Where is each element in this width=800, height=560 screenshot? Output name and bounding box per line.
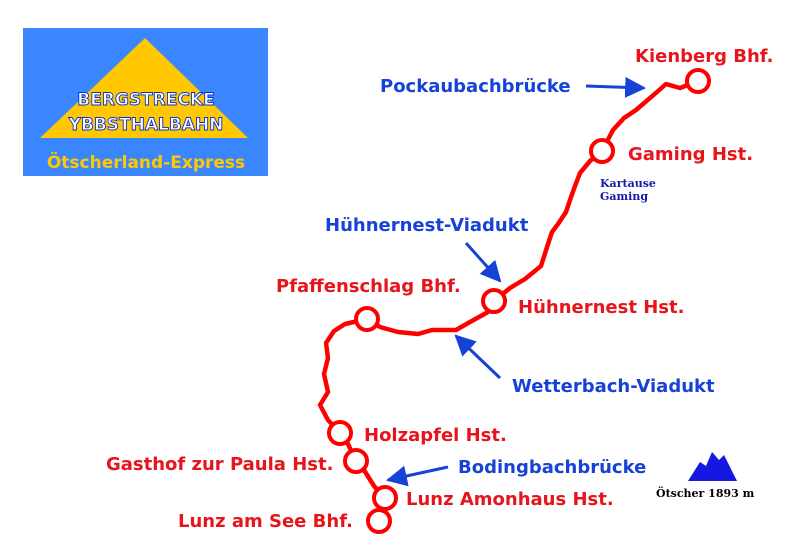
- feature-labels: Pockaubachbrücke Hühnernest-Viadukt Wett…: [325, 76, 715, 478]
- landmark-kartause: Kartause Gaming: [600, 177, 656, 203]
- mountain-icon: [688, 452, 737, 481]
- station-label-amonhaus: Lunz Amonhaus Hst.: [406, 489, 614, 510]
- station-markers: [327, 68, 711, 534]
- feature-label-pockaubach: Pockaubachbrücke: [380, 76, 571, 97]
- station-marker-pfaffenschlag: [354, 306, 380, 332]
- station-marker-gaming: [589, 138, 615, 164]
- station-label-huehnernest: Hühnernest Hst.: [518, 297, 684, 318]
- station-marker-paula: [343, 448, 369, 474]
- station-marker-holzapfel: [327, 420, 353, 446]
- station-label-lunz: Lunz am See Bhf.: [178, 511, 353, 532]
- kartause-label-line2: Gaming: [600, 190, 648, 203]
- landmark-oetscher: Ötscher 1893 m: [656, 452, 755, 500]
- feature-label-wetterbach: Wetterbach-Viadukt: [512, 376, 715, 397]
- station-marker-amonhaus: [372, 485, 398, 511]
- feature-label-huehnernest-viadukt: Hühnernest-Viadukt: [325, 215, 529, 236]
- station-label-kienberg: Kienberg Bhf.: [635, 46, 773, 67]
- station-marker-huehnernest: [481, 288, 507, 314]
- station-label-gaming: Gaming Hst.: [628, 144, 753, 165]
- logo: BERGSTRECKE YBBSTHALBAHN Ötscherland-Exp…: [23, 28, 268, 176]
- arrow-wetterbach: [454, 334, 502, 380]
- kartause-label-line1: Kartause: [600, 177, 656, 190]
- station-marker-lunz: [366, 508, 392, 534]
- station-marker-kienberg: [685, 68, 711, 94]
- logo-tagline: Ötscherland-Express: [47, 151, 245, 173]
- arrow-huehnernest-viadukt: [464, 241, 502, 283]
- station-label-pfaffenschlag: Pfaffenschlag Bhf.: [276, 276, 461, 297]
- logo-triangle: [40, 38, 248, 138]
- station-label-holzapfel: Holzapfel Hst.: [364, 425, 507, 446]
- feature-label-bodingbach: Bodingbachbrücke: [458, 457, 646, 478]
- feature-arrows: [385, 76, 647, 487]
- arrow-bodingbach: [385, 465, 449, 487]
- mountain-label: Ötscher 1893 m: [656, 486, 755, 500]
- station-labels: Kienberg Bhf. Gaming Hst. Hühnernest Hst…: [106, 46, 773, 532]
- logo-title: BERGSTRECKE: [77, 90, 214, 110]
- arrow-pockaubach: [585, 76, 647, 98]
- station-label-paula: Gasthof zur Paula Hst.: [106, 454, 333, 475]
- logo-subtitle: YBBSTHALBAHN: [68, 115, 224, 135]
